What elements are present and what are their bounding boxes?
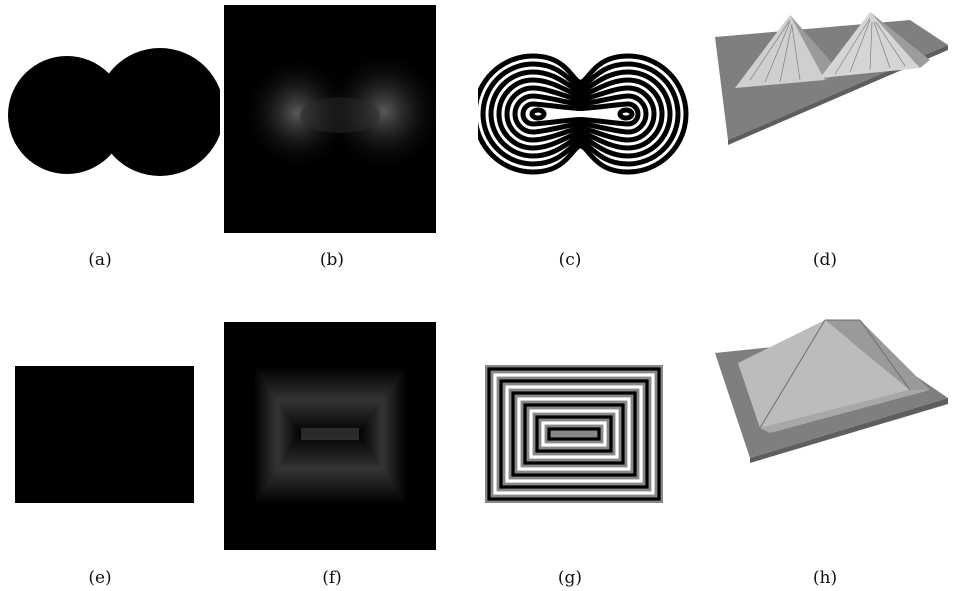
contour-core (620, 110, 632, 118)
caption-d: (d) (795, 250, 855, 270)
panel-a-image (5, 45, 220, 180)
panel-h-image (710, 318, 955, 463)
panel-e-image (15, 366, 195, 504)
panel-b-image (224, 5, 436, 233)
panel-g-image (485, 365, 665, 505)
caption-a: (a) (70, 250, 130, 270)
caption-e: (e) (70, 568, 130, 588)
panel-d-image (710, 10, 955, 145)
contour-core (532, 110, 544, 118)
caption-f: (f) (302, 568, 362, 588)
panel-c-image (478, 44, 693, 184)
caption-h: (h) (795, 568, 855, 588)
caption-c: (c) (540, 250, 600, 270)
caption-b: (b) (302, 250, 362, 270)
panel-f-image (224, 322, 436, 550)
caption-g: (g) (540, 568, 600, 588)
